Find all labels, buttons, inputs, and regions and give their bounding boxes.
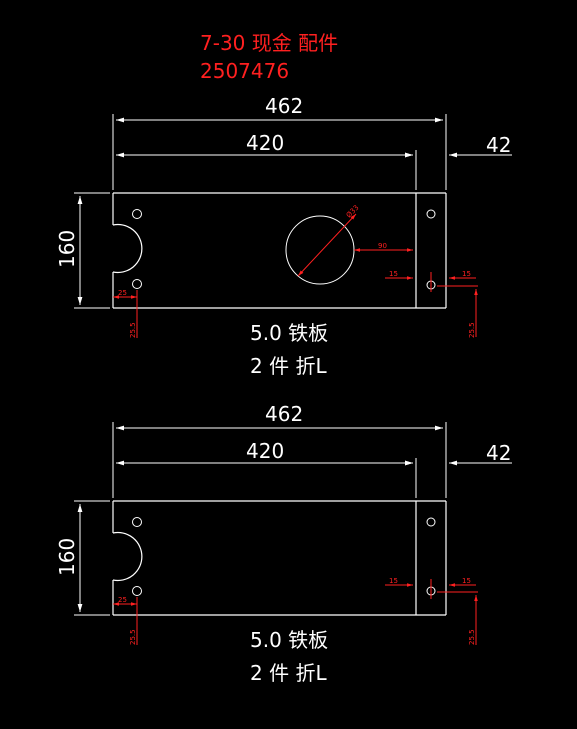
dim-height-label: 160 [55, 230, 79, 268]
dim-height [74, 192, 110, 309]
dim-right-small [385, 579, 478, 645]
dim-left-vertical-label: 25.5 [129, 629, 137, 645]
dim-right-vertical-label: 25.5 [468, 629, 476, 645]
dim-flange-label: 42 [486, 133, 511, 157]
drawing-2: 462 420 42 160 25 25.5 [55, 402, 512, 685]
quantity-note: 2 件 折L [250, 354, 327, 378]
dim-right-vertical-label: 25.5 [468, 322, 476, 338]
quantity-note: 2 件 折L [250, 661, 327, 685]
small-hole-top-right [426, 209, 436, 219]
drawing-1: 462 420 42 160 Ø33 90 [55, 94, 512, 378]
header-code: 2507476 [200, 59, 289, 83]
dim-overall-width-label: 462 [265, 402, 303, 426]
dim-hole-offset-label: 90 [378, 242, 387, 250]
large-hole [285, 215, 355, 285]
dim-right-small-left-label: 15 [389, 270, 398, 278]
dim-inner-width-label: 420 [246, 439, 284, 463]
dim-hole-diameter [297, 213, 357, 277]
material-note: 5.0 铁板 [250, 628, 328, 652]
dim-left-small-label: 25 [118, 596, 127, 604]
dim-left-small [113, 597, 138, 645]
dim-overall-width [112, 114, 447, 190]
small-hole-top-right [426, 517, 436, 527]
small-hole-top-left [132, 517, 142, 527]
dim-overall-width [112, 422, 447, 498]
dim-inner-width-label: 420 [246, 131, 284, 155]
dim-right-small-right-label: 15 [462, 270, 471, 278]
plate-outline [112, 500, 447, 616]
dim-left-small-label: 25 [118, 289, 127, 297]
dim-inner-width [116, 458, 417, 498]
dim-flange-label: 42 [486, 441, 511, 465]
material-note: 5.0 铁板 [250, 321, 328, 345]
dim-overall-width-label: 462 [265, 94, 303, 118]
small-hole-bottom-left [132, 586, 142, 596]
dim-hole-diameter-label: Ø33 [345, 204, 361, 220]
header-title: 7-30 现金 配件 [200, 31, 338, 55]
small-hole-top-left [132, 209, 142, 219]
dim-right-small-left-label: 15 [389, 577, 398, 585]
dim-right-small [385, 272, 478, 337]
dim-right-small-right-label: 15 [462, 577, 471, 585]
small-hole-bottom-left [132, 279, 142, 289]
dim-inner-width [116, 150, 417, 190]
dim-left-vertical-label: 25.5 [129, 322, 137, 338]
dim-height-label: 160 [55, 538, 79, 576]
dim-height [74, 500, 110, 616]
dim-left-small [113, 290, 138, 338]
plate-outline [112, 192, 447, 309]
